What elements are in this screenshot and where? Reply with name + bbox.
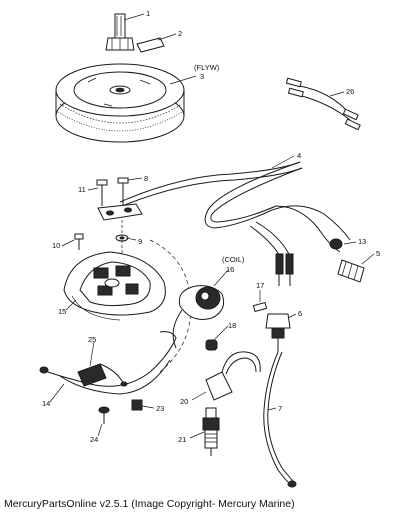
part-11-screw[interactable]	[96, 179, 108, 206]
callout-17: 17	[256, 281, 264, 290]
callout-5: 5	[376, 249, 380, 258]
callout-18: 18	[228, 321, 236, 330]
callout-3: 3	[200, 72, 204, 81]
callout-2: 2	[178, 29, 182, 38]
part-14-trigger-plate[interactable]	[39, 331, 177, 395]
leader-lines	[49, 13, 375, 439]
callout-14: 14	[42, 399, 50, 408]
part-8-screw[interactable]	[117, 177, 129, 206]
part-4-wire-harness[interactable]	[119, 161, 351, 286]
callout-11: 11	[78, 185, 86, 194]
part-5-sensor[interactable]	[337, 259, 365, 283]
note-flywheel: (FLYW)	[194, 63, 220, 72]
part-9-spacer[interactable]	[115, 220, 129, 264]
callout-26: 26	[346, 87, 354, 96]
part-24-screw[interactable]	[98, 406, 110, 424]
part-18-cap[interactable]	[205, 339, 218, 351]
part-3-flywheel[interactable]	[55, 63, 185, 143]
callout-21: 21	[178, 435, 186, 444]
part-20-plug-boot[interactable]	[205, 351, 261, 401]
callout-24: 24	[90, 435, 98, 444]
callout-13: 13	[358, 237, 366, 246]
callout-9: 9	[138, 237, 142, 246]
callouts: 1 2 (FLYW) 3 26 4 8 11 9 10 13 5 (COIL) …	[42, 9, 380, 444]
callout-1: 1	[146, 9, 150, 18]
part-13-grommet[interactable]	[329, 238, 343, 250]
part-15-stator-plate[interactable]	[63, 251, 166, 321]
callout-8: 8	[144, 174, 148, 183]
part-25-trigger[interactable]	[77, 363, 128, 387]
callout-20: 20	[180, 397, 188, 406]
callout-15: 15	[58, 307, 66, 316]
image-caption: MercuryPartsOnline v2.5.1 (Image Copyrig…	[4, 498, 295, 510]
note-coil: (COIL)	[222, 255, 245, 264]
callout-25: 25	[88, 335, 96, 344]
callout-10: 10	[52, 241, 60, 250]
callout-16: 16	[226, 265, 234, 274]
part-21-spark-plug[interactable]	[202, 407, 220, 456]
part-6-switch[interactable]	[265, 313, 291, 352]
callout-7: 7	[278, 404, 282, 413]
part-23-block[interactable]	[131, 399, 143, 411]
part-10-screw[interactable]	[74, 233, 84, 250]
callout-6: 6	[298, 309, 302, 318]
part-7-lead-wire[interactable]	[263, 351, 297, 488]
part-2-key[interactable]	[136, 37, 165, 53]
part-17-connector[interactable]	[252, 301, 268, 313]
part-16-coil[interactable]	[172, 285, 225, 349]
part-1-shaft-nut[interactable]	[105, 13, 135, 51]
part-26-harness[interactable]	[285, 77, 361, 131]
callout-4: 4	[297, 151, 301, 160]
retainer-plate[interactable]	[97, 203, 143, 221]
callout-23: 23	[156, 404, 164, 413]
